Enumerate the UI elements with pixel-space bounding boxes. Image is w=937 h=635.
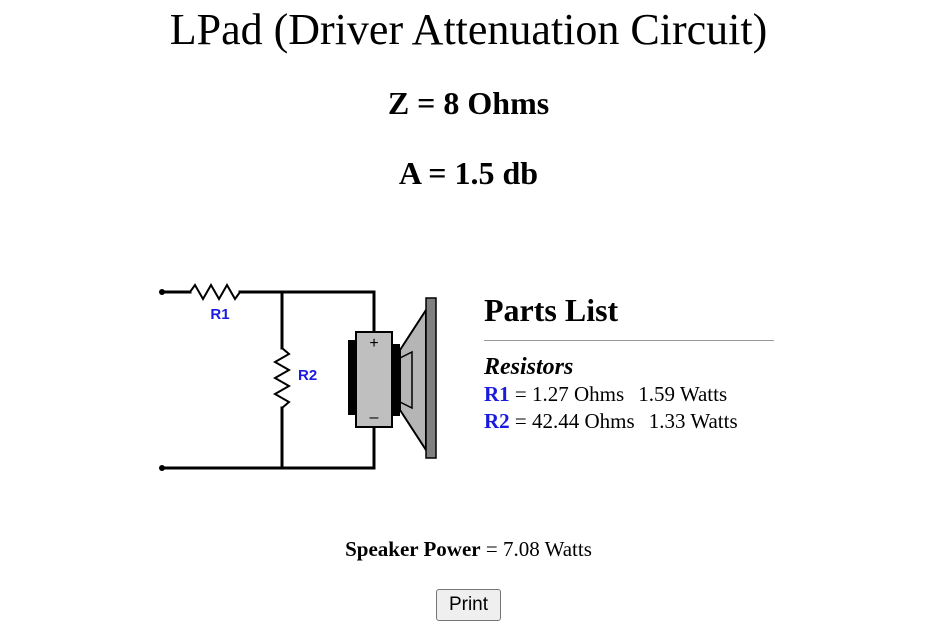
input-terminal-bottom bbox=[159, 465, 165, 471]
r2-label: R2 bbox=[298, 367, 317, 384]
resistor-watts: 1.59 Watts bbox=[638, 382, 728, 406]
plus-sign: + bbox=[369, 335, 378, 352]
minus-sign: – bbox=[370, 409, 379, 426]
resistor-watts: 1.33 Watts bbox=[648, 409, 738, 433]
resistor-name: R2 bbox=[484, 409, 510, 433]
resistors-heading: Resistors bbox=[484, 354, 574, 380]
lpad-circuit-diagram: R1 R2 + – bbox=[159, 282, 437, 471]
parts-list-divider bbox=[484, 340, 774, 341]
speaker-power-value: = 7.08 Watts bbox=[485, 537, 592, 561]
speaker-power-readout: Speaker Power = 7.08 Watts bbox=[0, 536, 937, 562]
parts-list-title: Parts List bbox=[484, 292, 619, 328]
resistor-name: R1 bbox=[484, 382, 510, 406]
resistor-ohms: 42.44 Ohms bbox=[532, 409, 635, 433]
equals-sign: = bbox=[514, 409, 527, 433]
page-title: LPad (Driver Attenuation Circuit) bbox=[169, 5, 768, 54]
equals-sign: = bbox=[514, 382, 527, 406]
parts-list: Parts List Resistors R1 = 1.27 Ohms 1.59 … bbox=[484, 290, 776, 435]
input-terminal-top bbox=[159, 289, 165, 295]
attenuation-heading: A = 1.5 db bbox=[398, 155, 539, 191]
resistor-ohms: 1.27 Ohms bbox=[532, 382, 625, 406]
resistor-row-r2: R2 = 42.44 Ohms 1.33 Watts bbox=[484, 408, 776, 435]
print-button[interactable]: Print bbox=[435, 589, 502, 621]
speaker-power-label: Speaker Power bbox=[345, 537, 481, 561]
speaker-icon bbox=[348, 297, 437, 459]
r2-resistor-zigzag bbox=[272, 346, 292, 410]
resistor-row-r1: R1 = 1.27 Ohms 1.59 Watts bbox=[484, 381, 776, 408]
r1-resistor-zigzag bbox=[188, 282, 242, 302]
r1-label: R1 bbox=[210, 306, 229, 323]
impedance-heading: Z = 8 Ohms bbox=[387, 85, 550, 121]
